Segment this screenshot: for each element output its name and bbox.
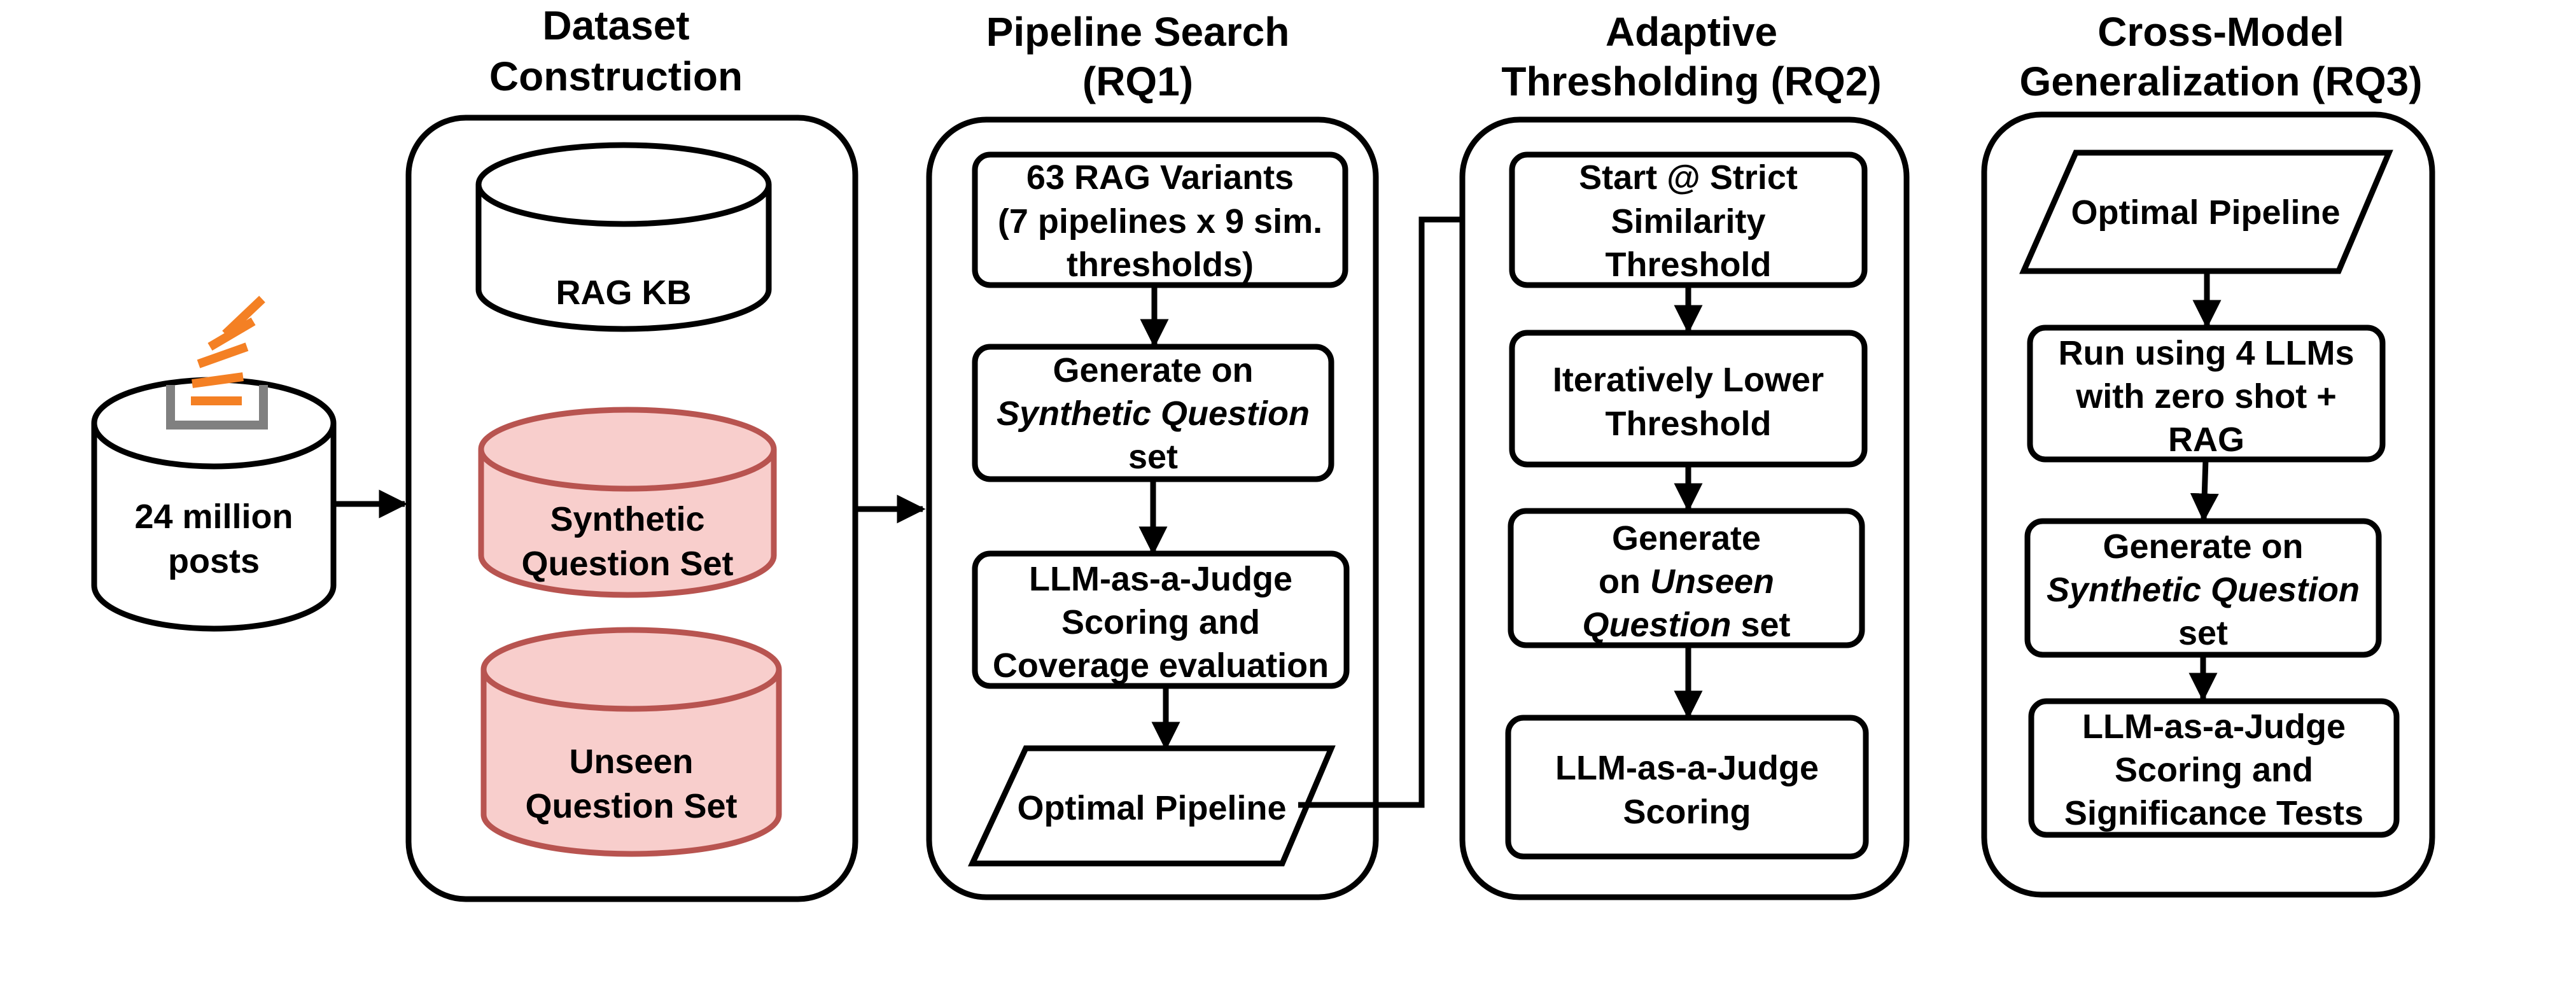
iterative-lower-line1: Iteratively Lower [1553,361,1824,399]
run-llms-box: Run using 4 LLMs with zero shot + RAG [2027,325,2386,463]
judge-scoring-line1: LLM-as-a-Judge [1555,749,1819,787]
optimal-pipeline-parallelogram-rq3: Optimal Pipeline [2019,150,2393,274]
crossmodel-title-line1: Cross-Model [2097,9,2344,55]
generate-synthetic-rq3-line2: Synthetic Question [2047,571,2360,609]
rag-variants-box: 63 RAG Variants (7 pipelines x 9 sim. th… [972,151,1348,288]
run-llms-line1: Run using 4 LLMs [2059,334,2355,372]
generate-synthetic-box: Generate on Synthetic Question set [972,344,1334,482]
dataset-column: Dataset Construction RAG KB Synthetic Qu… [405,3,858,902]
judge-coverage-line1: LLM-as-a-Judge [1029,560,1292,598]
generate-synthetic-box-rq3: Generate on Synthetic Question set [2024,518,2382,658]
source-label-line2: posts [168,542,260,580]
adaptive-title-line1: Adaptive [1606,9,1777,55]
pipeline-title-line2: (RQ1) [1082,59,1193,104]
generate-unseen-line2: on Unseen [1599,562,1774,601]
cross-model-column: Cross-Model Generalization (RQ3) Optimal… [1981,9,2435,898]
dataset-title-line1: Dataset [542,3,689,48]
generate-unseen-box: Generate on Unseen Question set [1508,508,1865,648]
start-strict-line3: Threshold [1605,246,1771,284]
synthetic-set-label-line1: Synthetic [550,500,704,538]
generate-unseen-line1: Generate [1612,519,1761,557]
generate-synthetic-rq3-line3: set [2178,614,2228,652]
generate-synthetic-line1: Generate on [1053,351,1253,389]
synthetic-question-set-cylinder: Synthetic Question Set [478,407,777,598]
judge-scoring-box: LLM-as-a-Judge Scoring [1505,715,1869,860]
run-llms-line2: with zero shot + [2075,377,2337,416]
synthetic-set-label-line2: Question Set [521,545,733,583]
judge-coverage-line3: Coverage evaluation [993,646,1329,685]
pipeline-title-line1: Pipeline Search [986,9,1290,55]
source-label-line1: 24 million [134,498,293,536]
generate-synthetic-line2: Synthetic Question [997,395,1310,433]
generate-synthetic-line3: set [1128,438,1178,476]
adaptive-thresholding-column: Adaptive Thresholding (RQ2) Start @ Stri… [1459,9,1910,900]
unseen-set-label-line2: Question Set [525,787,737,825]
judge-significance-line3: Significance Tests [2064,794,2363,832]
judge-scoring-line2: Scoring [1623,793,1751,831]
source-posts-cylinder: 24 million posts [91,377,337,632]
unseen-set-label-line1: Unseen [569,743,693,781]
optimal-pipeline-label-rq1: Optimal Pipeline [1017,789,1286,827]
judge-coverage-line2: Scoring and [1061,603,1260,641]
rag-kb-label: RAG KB [556,274,692,312]
generate-unseen-line3: Question set [1582,606,1790,644]
adaptive-title-line2: Thresholding (RQ2) [1501,59,1881,104]
start-strict-line2: Similarity [1611,202,1765,241]
judge-significance-line2: Scoring and [2115,751,2313,789]
judge-coverage-box: LLM-as-a-Judge Scoring and Coverage eval… [972,550,1350,689]
optimal-pipeline-label-rq3: Optimal Pipeline [2071,193,2340,232]
judge-significance-box: LLM-as-a-Judge Scoring and Significance … [2028,698,2400,838]
run-llms-line3: RAG [2168,421,2244,459]
stack-overflow-logo-icon [166,295,268,430]
iterative-lower-line2: Threshold [1605,405,1771,443]
rag-variants-line3: thresholds) [1067,246,1254,284]
rag-kb-cylinder: RAG KB [475,142,772,332]
start-strict-line1: Start @ Strict [1579,158,1798,197]
optimal-pipeline-parallelogram: Optimal Pipeline [967,745,1336,867]
rag-variants-line2: (7 pipelines x 9 sim. [998,202,1322,241]
rag-variants-line1: 63 RAG Variants [1026,158,1294,197]
crossmodel-title-line2: Generalization (RQ3) [2020,59,2423,104]
start-strict-box: Start @ Strict Similarity Threshold [1509,151,1868,288]
arrow-run-to-generate [2190,459,2219,522]
generate-synthetic-rq3-line1: Generate on [2103,527,2303,566]
dataset-title-line2: Construction [489,53,743,99]
judge-significance-line1: LLM-as-a-Judge [2082,708,2346,746]
unseen-question-set-cylinder: Unseen Question Set [480,627,782,857]
iterative-lower-box: Iteratively Lower Threshold [1509,330,1868,468]
pipeline-search-column: Pipeline Search (RQ1) 63 RAG Variants (7… [926,9,1379,900]
